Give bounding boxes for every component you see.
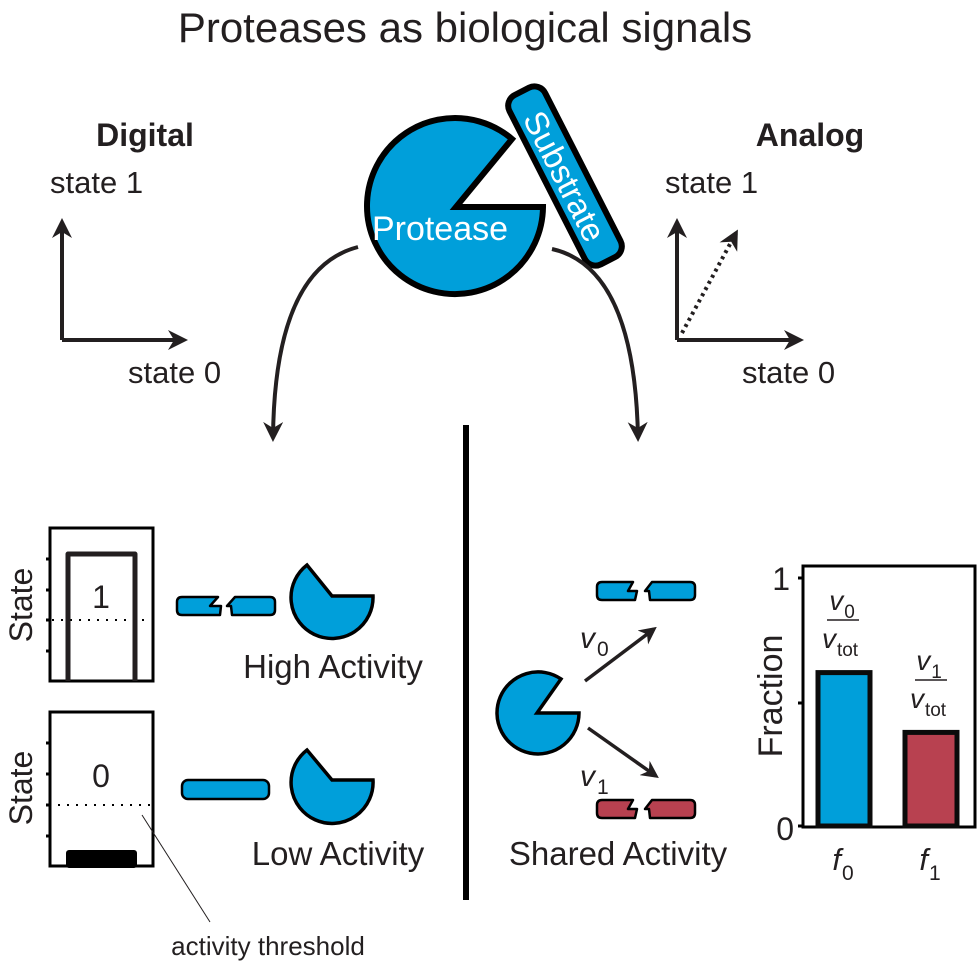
low-state-axis-label: State xyxy=(3,751,39,826)
y-tick-label-1: 1 xyxy=(772,561,790,597)
y-tick-label-0: 0 xyxy=(776,811,794,847)
low-protease-pacman xyxy=(289,747,375,826)
high-state-axis-label: State xyxy=(3,568,39,643)
digital-x-label: state 0 xyxy=(128,355,221,390)
shared-activity-caption: Shared Activity xyxy=(509,835,728,872)
arrow-to-digital xyxy=(263,245,359,442)
x-tick-label-f1: f1 xyxy=(919,842,940,885)
protease-pacman xyxy=(364,115,547,297)
high-protease-pacman xyxy=(289,562,375,641)
annotation-f1: v1 vtot xyxy=(910,645,947,721)
fraction-chart: Fraction 1 0 v0 vtot v1 vtot f0 f1 xyxy=(752,561,977,885)
page-title: Proteases as biological signals xyxy=(178,4,752,51)
high-state-value: 1 xyxy=(92,579,110,615)
v1-label: v1 xyxy=(580,760,609,799)
analog-x-label: state 0 xyxy=(742,355,835,390)
high-cleaved-substrate xyxy=(175,595,223,617)
digital-y-label: state 1 xyxy=(50,165,143,200)
v0-label: v0 xyxy=(580,622,609,661)
protease-central: Protease xyxy=(364,115,547,297)
annotation-f0: v0 vtot xyxy=(822,585,859,661)
chart-frame xyxy=(801,564,977,829)
bar-f1 xyxy=(902,729,960,829)
analog-heading: Analog xyxy=(756,117,864,153)
low-activity-caption: Low Activity xyxy=(252,835,425,872)
high-activity-caption: High Activity xyxy=(243,648,423,685)
svg-text:v0: v0 xyxy=(829,585,855,623)
x-tick-label-f0: f0 xyxy=(832,842,853,885)
svg-text:vtot: vtot xyxy=(910,683,947,721)
shared-cleaved-substrate-red xyxy=(595,798,639,820)
analog-y-label: state 1 xyxy=(665,165,758,200)
svg-text:v1: v1 xyxy=(916,645,942,683)
low-intact-substrate xyxy=(180,778,271,801)
threshold-label: activity threshold xyxy=(171,931,365,961)
protease-label: Protease xyxy=(372,210,508,248)
low-state-bar xyxy=(66,850,137,868)
threshold-leader-line xyxy=(141,814,211,923)
low-activity-panel: State 0 activity threshold Low Activity xyxy=(3,710,425,961)
bar-f0 xyxy=(815,670,873,829)
shared-protease-pacman xyxy=(495,670,581,756)
shared-activity-panel: v0 v1 Shared Activity xyxy=(495,580,728,872)
v1-arrow xyxy=(586,726,659,779)
arrow-to-analog xyxy=(551,247,648,442)
high-activity-panel: State 1 High Activity xyxy=(3,526,423,685)
analog-dotted-vector xyxy=(680,229,738,334)
v0-arrow xyxy=(583,626,657,683)
svg-text:vtot: vtot xyxy=(822,623,859,661)
digital-heading: Digital xyxy=(96,117,194,153)
analog-axes: Analog state 1 state 0 xyxy=(665,117,864,390)
digital-axes: Digital state 1 state 0 xyxy=(50,117,221,390)
shared-cleaved-substrate-blue xyxy=(595,580,639,602)
low-state-value: 0 xyxy=(92,758,110,794)
chart-y-label: Fraction xyxy=(752,635,790,758)
high-state-bar xyxy=(65,551,138,681)
